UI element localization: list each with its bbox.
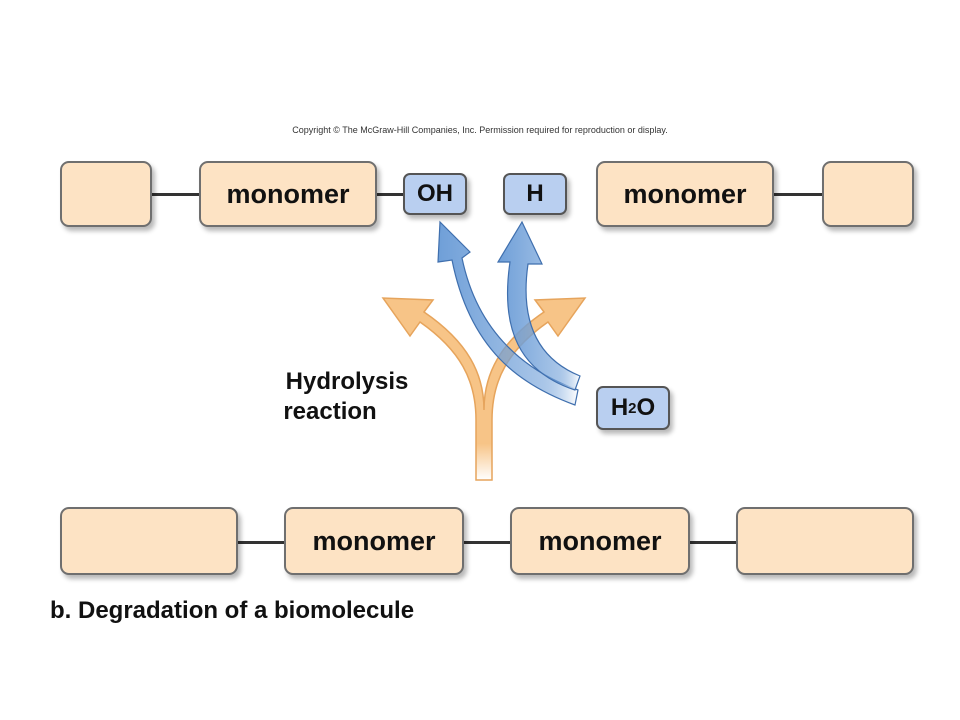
- top-monomer-left: monomer: [199, 161, 377, 227]
- top-connector-2: [374, 193, 404, 196]
- bottom-end-box-left: [60, 507, 238, 575]
- bottom-connector-3: [688, 541, 738, 544]
- copyright-notice: Copyright © The McGraw-Hill Companies, I…: [292, 125, 668, 135]
- top-monomer-right: monomer: [596, 161, 774, 227]
- blue-arrow-to-h: [496, 220, 581, 391]
- water-subscript: 2: [628, 399, 637, 417]
- reaction-label: Hydrolysis reaction: [262, 367, 432, 427]
- bottom-monomer-1: monomer: [284, 507, 464, 575]
- figure-caption: b. Degradation of a biomolecule: [50, 597, 415, 624]
- top-end-box-left: [60, 161, 152, 227]
- blue-arrow-to-oh: [437, 220, 579, 406]
- bottom-end-box-right: [736, 507, 914, 575]
- top-connector-3: [772, 193, 824, 196]
- orange-split-arrow: [381, 297, 587, 481]
- bottom-connector-1: [236, 541, 286, 544]
- reaction-label-line1: Hydrolysis: [285, 368, 409, 395]
- hydroxyl-group: OH: [403, 173, 467, 215]
- water-o: O: [636, 394, 656, 421]
- top-connector-1: [150, 193, 200, 196]
- bottom-monomer-2: monomer: [510, 507, 690, 575]
- top-end-box-right: [822, 161, 914, 227]
- reaction-label-line2: reaction: [283, 398, 377, 425]
- bottom-connector-2: [462, 541, 512, 544]
- water-h: H: [610, 394, 629, 421]
- hydrogen-group: H: [503, 173, 567, 215]
